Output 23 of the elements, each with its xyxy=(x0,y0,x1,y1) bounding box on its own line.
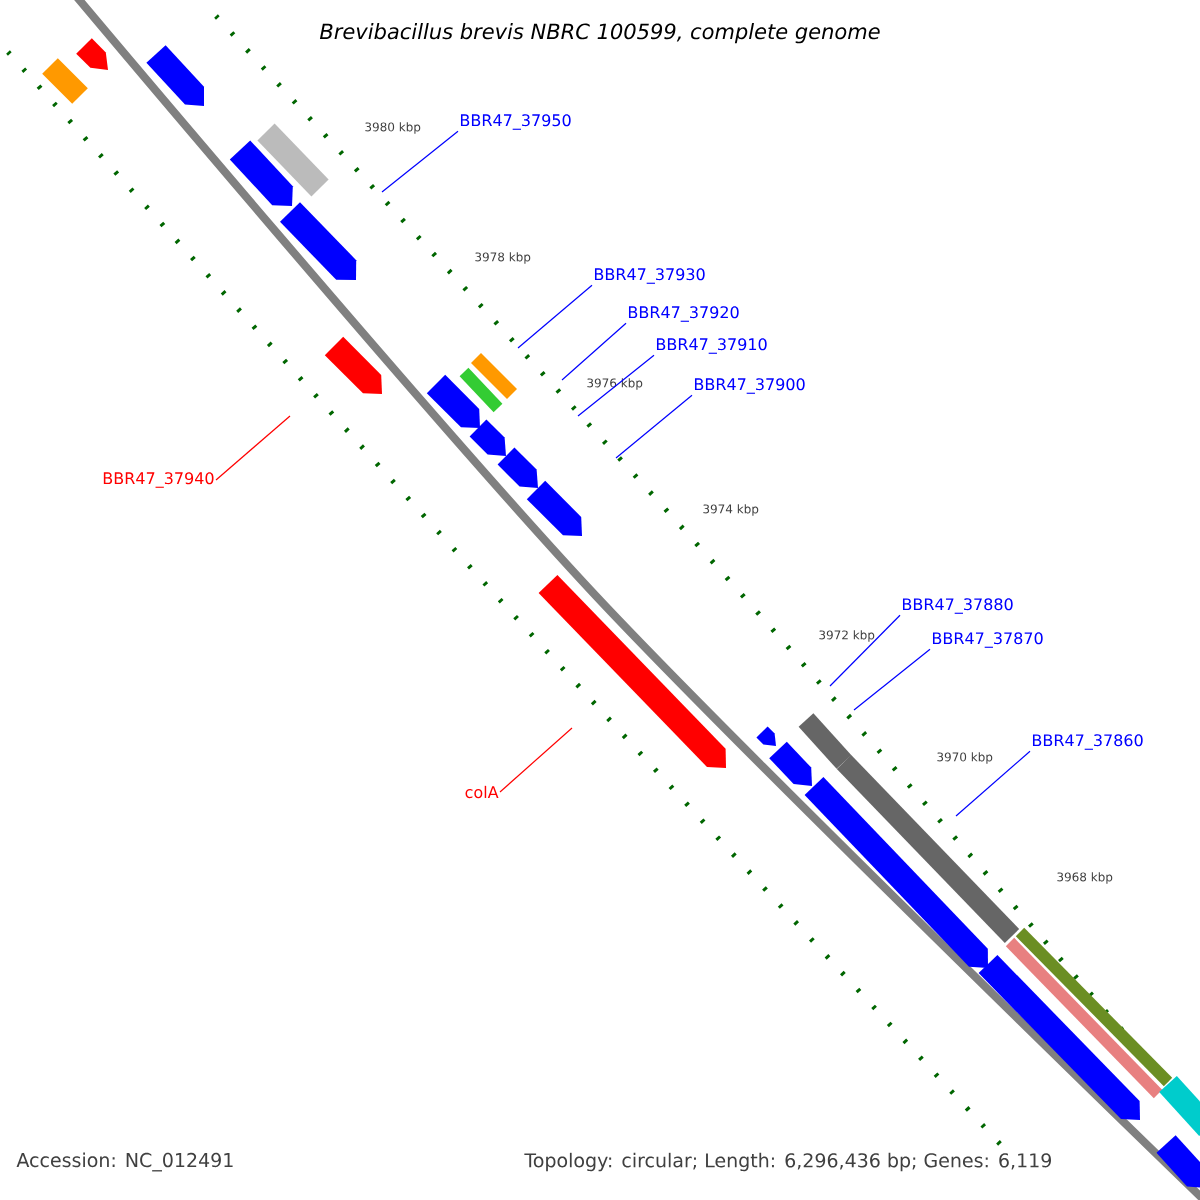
leader-line xyxy=(955,750,1031,817)
gene-label: BBR47_37910 xyxy=(657,338,767,354)
gene-label: BBR47_37950 xyxy=(460,114,571,130)
leader-line xyxy=(381,130,459,193)
leader-line xyxy=(577,354,655,417)
gene-label: BBR47_37940 xyxy=(103,472,214,488)
footer-text: Topology: circular; Length: 6,296,436 bp; Genes: 6,119 xyxy=(524,1152,1051,1172)
gene-label: BBR47_37880 xyxy=(903,598,1013,614)
footer-text: Accession: NC_012491 xyxy=(16,1152,233,1172)
gene-label: BBR47_37870 xyxy=(933,632,1043,648)
title: Brevibacillus brevis NBRC 100599, complete genome xyxy=(319,23,880,44)
gene-label: BBR47_37860 xyxy=(1033,734,1143,750)
leader-line xyxy=(561,322,627,381)
leader-line xyxy=(215,415,291,481)
leader-line xyxy=(829,614,901,687)
leader-line xyxy=(853,648,931,711)
gene-label: colA xyxy=(465,785,499,799)
leader-line xyxy=(517,284,593,349)
gene-label: BBR47_37920 xyxy=(628,306,739,322)
gene-label: BBR47_37930 xyxy=(594,268,705,284)
leader-line xyxy=(615,394,693,459)
gene-label: BBR47_37900 xyxy=(695,378,805,394)
leader-line xyxy=(499,727,573,793)
